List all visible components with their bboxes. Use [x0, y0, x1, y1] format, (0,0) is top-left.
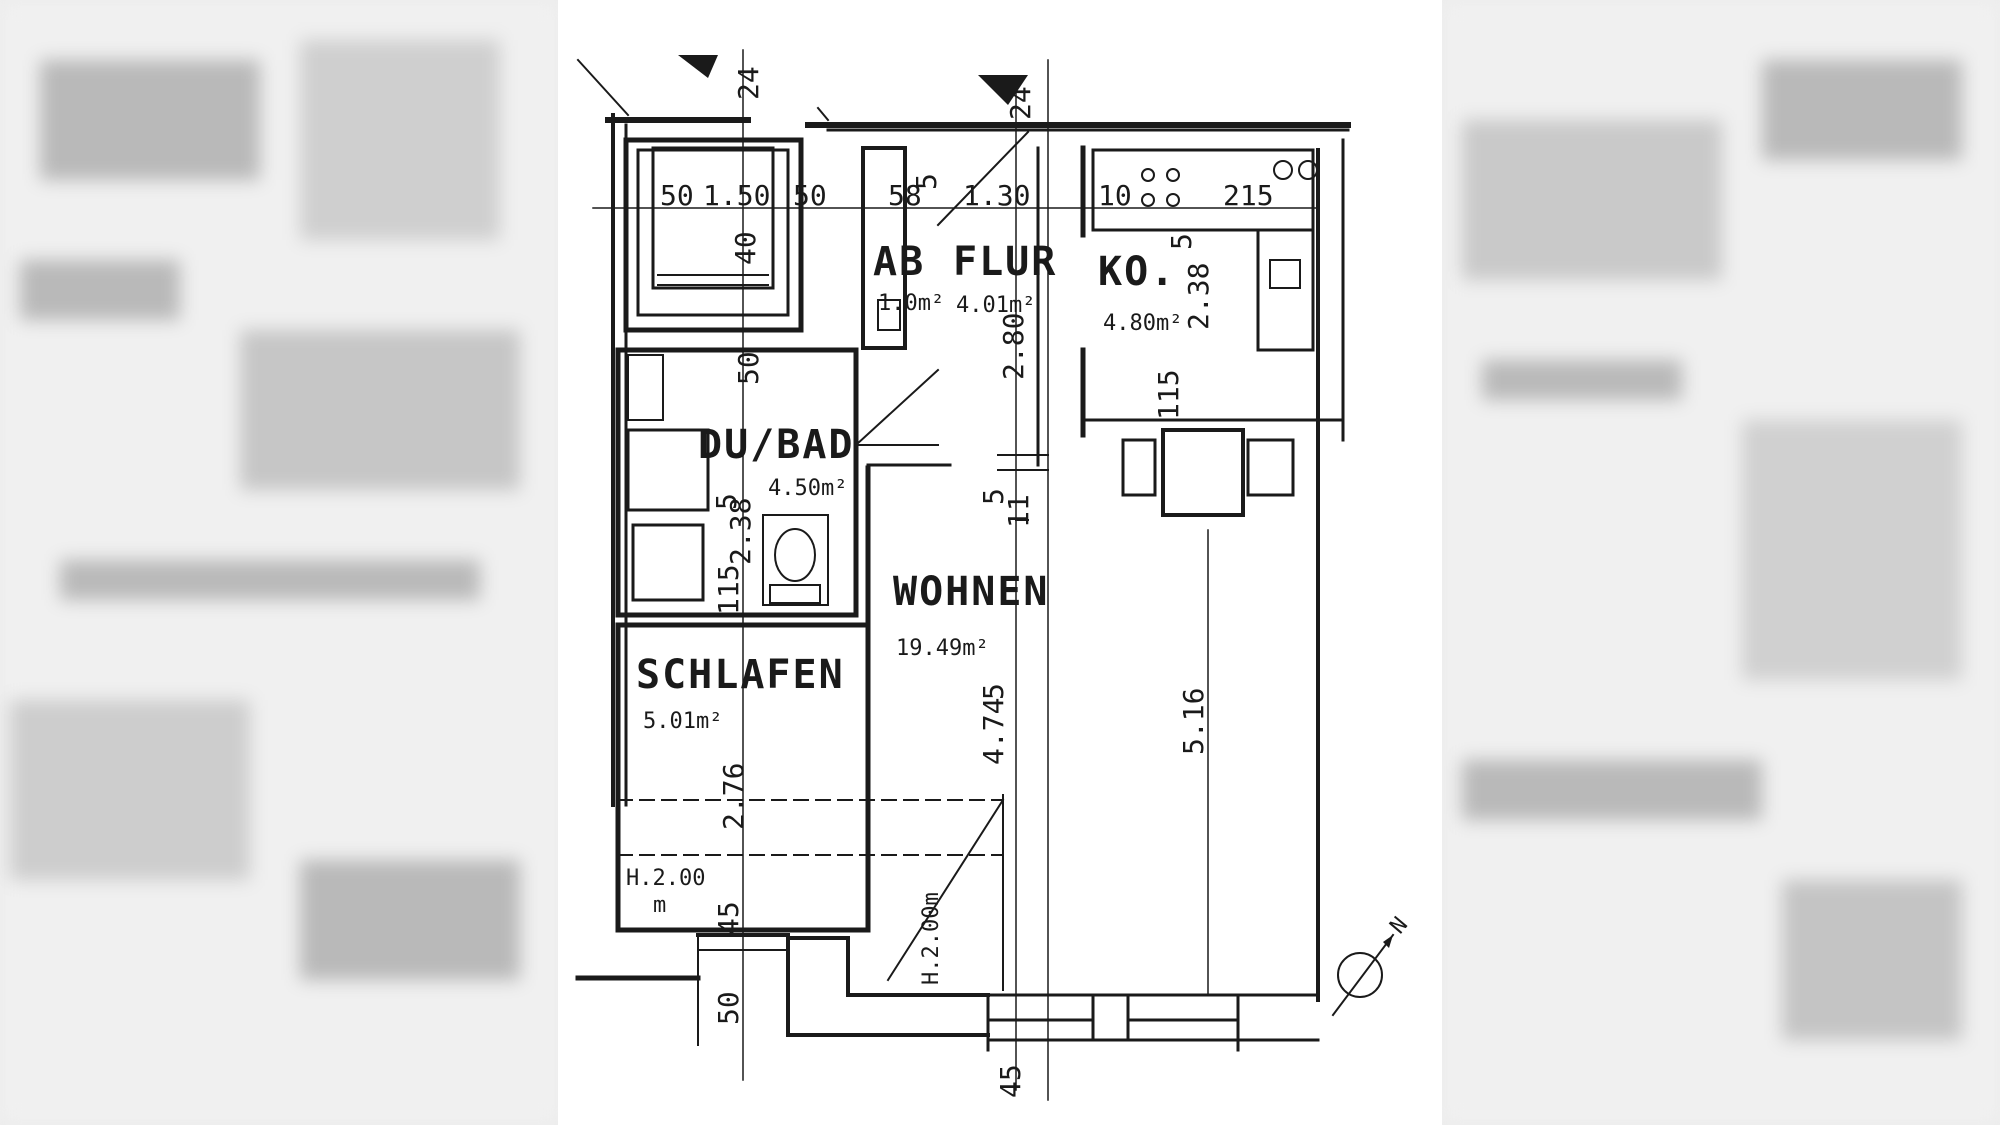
dim-ticks [997, 454, 1049, 521]
room-area-ab: 1.0m² [878, 291, 944, 316]
dim-45-a: 45 [712, 901, 745, 935]
dim-diagonal [576, 58, 1030, 991]
shaft-core [651, 146, 775, 290]
floor-plan-drawing: AB 1.0m² FLUR 4.01m² KO. 4.80m² DU/BAD 4… [575, 49, 1413, 1101]
oven [1269, 259, 1301, 289]
window-bottom [986, 993, 1320, 1042]
section-arrow-left [678, 55, 718, 78]
floor-plan: AB 1.0m² FLUR 4.01m² KO. 4.80m² DU/BAD 4… [558, 0, 1442, 1125]
dim-h-2-00m: H.2.00m [919, 892, 944, 985]
room-label-flur: FLUR [953, 239, 1057, 285]
dim-50-bottom: 50 [712, 991, 745, 1025]
wall-bottom-right [786, 936, 990, 997]
chair-left [1121, 438, 1157, 497]
room-label-ab: AB [873, 239, 925, 285]
dim-5-a: 5 [910, 173, 943, 190]
ab-fixture [877, 299, 901, 331]
toilet-tank [769, 584, 821, 604]
compass-needle [1331, 933, 1395, 1017]
room-label-kochen: KO. [1098, 249, 1176, 295]
kitchen-unit [1256, 228, 1315, 352]
blurred-background-left [0, 0, 560, 1125]
burner [1166, 168, 1180, 182]
dim-5-bad: 5 [710, 493, 743, 510]
sink [1298, 160, 1318, 180]
dim-24-a: 24 [732, 66, 765, 100]
dim-1-30: 1.30 [963, 179, 1030, 212]
dim-50-bad: 50 [732, 351, 765, 385]
section-arrow-right [978, 75, 1028, 105]
chair-right [1246, 438, 1295, 497]
bathtub [626, 428, 710, 512]
burner [1141, 193, 1155, 207]
room-area-kochen: 4.80m² [1103, 311, 1182, 336]
burner [1141, 168, 1155, 182]
sink [1273, 160, 1293, 180]
dim-5-kochen: 5 [1165, 233, 1198, 250]
dim-2-80: 2.80 [997, 313, 1030, 380]
window-frame [986, 993, 1240, 1052]
dim-115-right: 115 [1152, 369, 1185, 420]
room-label-wohnen: WOHNEN [893, 569, 1050, 615]
bath-basin [631, 523, 705, 602]
dim-11-mid: 11 [1002, 494, 1035, 528]
dim-h-2-00-a: H.2.00 [626, 866, 705, 891]
dim-2-38-bad: 2.38 [724, 498, 757, 565]
dim-58: 58 [888, 179, 922, 212]
compass-north-label: N [1385, 913, 1413, 939]
dim-50-a: 50 [660, 179, 694, 212]
bath-room [615, 347, 859, 618]
dim-24-b: 24 [1004, 86, 1037, 120]
toilet-box [762, 514, 829, 606]
compass-arrowhead [1383, 935, 1393, 948]
window-post [1091, 993, 1130, 1042]
dim-215: 215 [1223, 179, 1274, 212]
room-label-bad: DU/BAD [698, 422, 855, 468]
shaft-inner [636, 148, 790, 317]
dim-50-b: 50 [793, 179, 827, 212]
dim-m: m [653, 893, 666, 918]
dim-2-38-kochen: 2.38 [1182, 263, 1215, 330]
room-area-flur: 4.01m² [956, 293, 1035, 318]
schlafen-dash [617, 799, 1004, 856]
bath-door [854, 368, 940, 447]
dim-line-vertical [742, 49, 1049, 1101]
room-area-schlafen: 5.01m² [643, 709, 722, 734]
dim-5-mid: 5 [977, 488, 1010, 505]
table [1161, 428, 1245, 517]
dim-115-bad: 115 [712, 564, 745, 615]
dim-45-bottom: 45 [994, 1064, 1027, 1098]
blurred-background-right [1442, 0, 2000, 1125]
shaft [623, 137, 804, 333]
compass-circle [1337, 952, 1383, 998]
dim-10: 10 [1098, 179, 1132, 212]
toilet [774, 528, 816, 582]
dim-40: 40 [729, 231, 762, 265]
ab-room [861, 146, 907, 350]
dim-5-474: 5 [977, 683, 1010, 700]
burner [1166, 193, 1180, 207]
dim-1-50: 1.50 [703, 179, 770, 212]
room-area-bad: 4.50m² [768, 476, 847, 501]
dim-4-74: 4.74 [977, 698, 1010, 765]
dim-5-16: 5.16 [1177, 688, 1210, 755]
wall-top [605, 117, 1351, 128]
shaft-top-lines [657, 274, 769, 286]
room-label-schlafen: SCHLAFEN [636, 652, 845, 698]
dim-2-76: 2.76 [717, 763, 750, 830]
room-area-wohnen: 19.49m² [896, 636, 989, 661]
bath-fixture-top [627, 354, 664, 421]
kitchen-counter [1091, 148, 1315, 232]
